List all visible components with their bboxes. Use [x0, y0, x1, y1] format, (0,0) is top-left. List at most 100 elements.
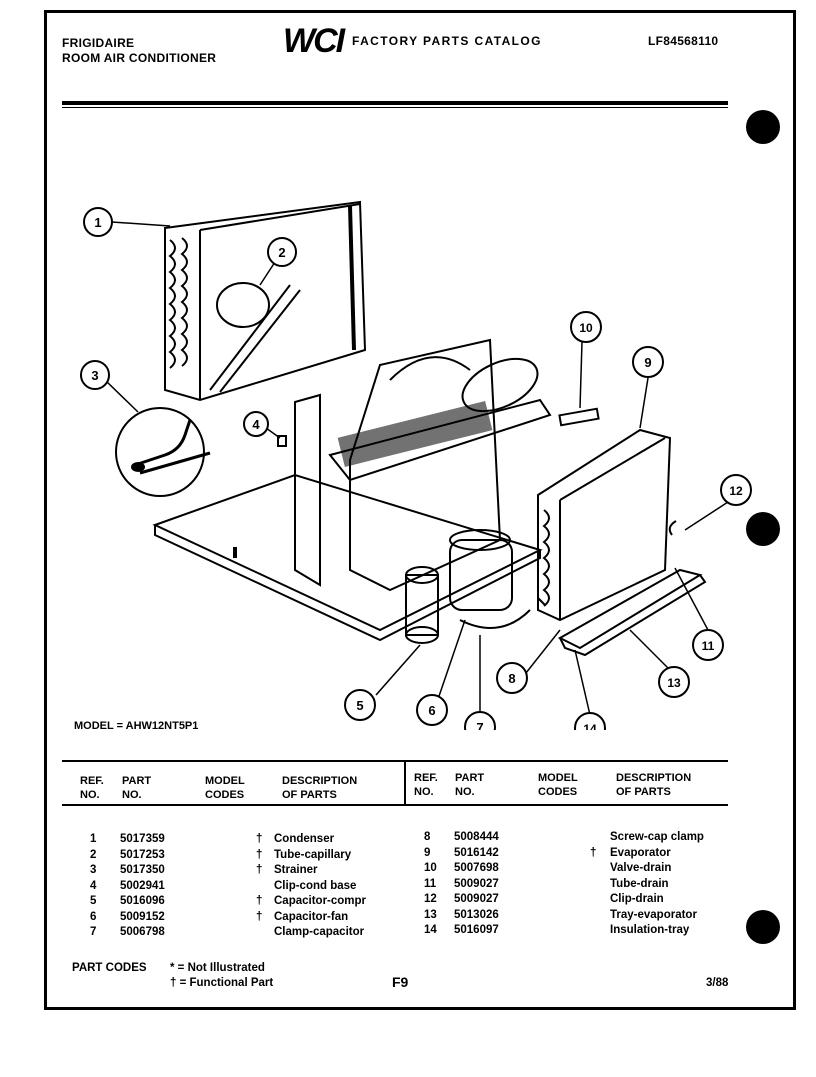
callout-1: 1 [94, 215, 101, 230]
cell-ref: 14 [424, 924, 437, 936]
cell-part: 5009027 [454, 893, 499, 905]
cell-ref: 9 [424, 846, 431, 859]
cell-part: 5002941 [120, 879, 165, 892]
callout-2: 2 [278, 245, 285, 260]
binder-hole-middle [746, 512, 780, 546]
header-left: FRIGIDAIRE ROOM AIR CONDITIONER [62, 36, 216, 66]
cell-desc: Tray-evaporator [610, 908, 697, 921]
parts-table-right: 8 5008444 Screw-cap clamp 9 5016142 † Evaporat… [420, 830, 730, 939]
header-rule-thin [62, 107, 728, 108]
cell-ref: 4 [90, 879, 97, 892]
wci-logo: WCI [283, 22, 347, 56]
table-row: 9 5016142 † Evaporator [420, 846, 730, 862]
binder-hole-bottom [746, 910, 780, 944]
part-codes-label: PART CODES [72, 962, 147, 974]
cell-desc: Capacitor-fan [274, 910, 349, 923]
cell-desc: Clip-drain [610, 893, 664, 905]
callout-14: 14 [583, 722, 597, 730]
cell-ref: 13 [424, 908, 437, 921]
cell-code: † [256, 895, 263, 907]
table-divider [404, 762, 406, 806]
callout-13: 13 [667, 676, 681, 690]
table-row: 8 5008444 Screw-cap clamp [420, 830, 730, 846]
callout-7: 7 [476, 720, 483, 730]
parts-table-left: 1 5017359 † Condenser 2 5017253 † Tube-capillar… [88, 832, 388, 941]
callout-3: 3 [91, 368, 98, 383]
callout-11: 11 [702, 639, 715, 653]
page-border [44, 10, 796, 1010]
table-row: 12 5009027 Clip-drain [420, 892, 730, 908]
table-header-rule [62, 804, 728, 806]
condenser-illustration [164, 200, 367, 402]
cell-code: † [256, 848, 263, 861]
cell-desc: Clip-cond base [274, 879, 357, 892]
cell-part: 5016096 [120, 895, 165, 907]
catalog-number: LF84568110 [648, 34, 719, 48]
page-number: F9 [392, 974, 409, 990]
callout-8: 8 [508, 671, 515, 686]
callout-4: 4 [252, 417, 260, 432]
table-row: 13 5013026 Tray-evaporator [420, 908, 730, 924]
binder-hole-top [746, 110, 780, 144]
cell-ref: 12 [424, 893, 437, 905]
cell-ref: 1 [90, 833, 97, 845]
cell-part: 5007698 [454, 862, 499, 874]
cell-part: 5017350 [120, 864, 165, 876]
catalog-title: FACTORY PARTS CATALOG [352, 34, 542, 48]
cell-ref: 5 [90, 895, 97, 907]
callout-9: 9 [644, 355, 651, 370]
cell-code: † [256, 910, 263, 923]
cell-ref: 10 [424, 862, 437, 874]
callout-12: 12 [729, 484, 743, 498]
cell-desc: Screw-cap clamp [610, 831, 704, 843]
cell-part: 5017253 [120, 848, 165, 861]
cell-part: 5006798 [120, 926, 165, 938]
table-row: 6 5009152 † Capacitor-fan [88, 910, 388, 926]
evaporator-illustration [537, 428, 672, 622]
cell-ref: 8 [424, 831, 431, 843]
table-row: 11 5009027 Tube-drain [420, 877, 730, 893]
cell-ref: 7 [90, 926, 97, 938]
cell-desc: Valve-drain [610, 862, 672, 874]
cell-part: 5017359 [120, 833, 165, 845]
table-row: 5 5016096 † Capacitor-compr [88, 894, 388, 910]
cell-ref: 2 [90, 848, 97, 861]
cell-desc: Evaporator [610, 846, 671, 859]
table-row: 10 5007698 Valve-drain [420, 861, 730, 877]
cell-desc: Insulation-tray [610, 924, 690, 936]
cell-desc: Capacitor-compr [274, 895, 367, 907]
table-row: 2 5017253 † Tube-capillary [88, 848, 388, 864]
revision-date: 3/88 [706, 977, 729, 989]
legend-functional-part: † = Functional Part [170, 977, 274, 989]
cell-desc: Tube-drain [610, 877, 669, 890]
logo-text: WCI [283, 22, 347, 56]
exploded-parts-diagram: 1 2 3 4 5 6 7 8 9 10 11 12 13 14 [80, 200, 752, 730]
cell-desc: Tube-capillary [274, 848, 352, 861]
table-row: 1 5017359 † Condenser [88, 832, 388, 848]
cell-part: 5008444 [454, 831, 499, 843]
cell-desc: Strainer [274, 864, 318, 876]
product-name: ROOM AIR CONDITIONER [62, 51, 217, 65]
cell-ref: 11 [424, 877, 437, 890]
brand-name: FRIGIDAIRE [62, 36, 135, 50]
cell-part: 5009027 [454, 877, 499, 890]
cell-desc: Condenser [274, 833, 335, 845]
callout-6: 6 [428, 703, 435, 718]
cell-code: † [256, 833, 263, 845]
cell-code: † [590, 846, 597, 859]
base-pan-illustration [152, 473, 543, 642]
th-ref-left: REF.NO. [80, 775, 104, 801]
cell-part: 5013026 [454, 908, 499, 921]
cell-code: † [256, 864, 263, 876]
cell-ref: 6 [90, 910, 97, 923]
cell-part: 5016142 [454, 846, 499, 859]
table-row: 4 5002941 Clip-cond base [88, 879, 388, 895]
cell-part: 5009152 [120, 910, 165, 923]
